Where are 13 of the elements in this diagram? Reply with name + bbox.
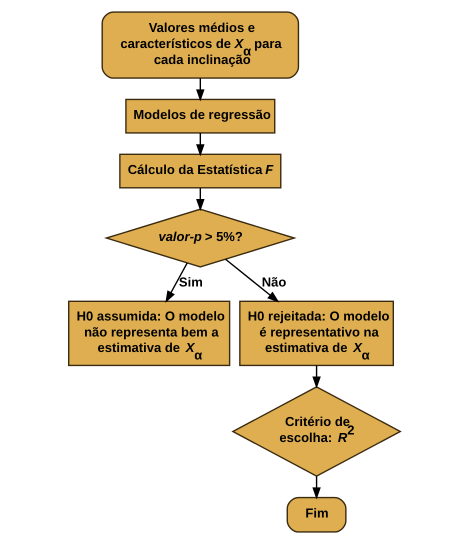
arrow [196, 78, 205, 102]
arrow [312, 476, 321, 500]
arrow [196, 188, 205, 212]
arrow [312, 366, 321, 389]
edge-label: Não [262, 274, 286, 290]
arrow [165, 262, 188, 303]
node-diamond: valor-p > 5%? [104, 208, 297, 268]
node-box: Cálculo da Estatística F [119, 154, 282, 189]
arrow [225, 258, 280, 302]
node-box: Fim [286, 496, 347, 533]
edge-label: Sim [178, 274, 203, 290]
arrow [196, 133, 205, 156]
node-box: Modelos de regressão [125, 98, 276, 134]
